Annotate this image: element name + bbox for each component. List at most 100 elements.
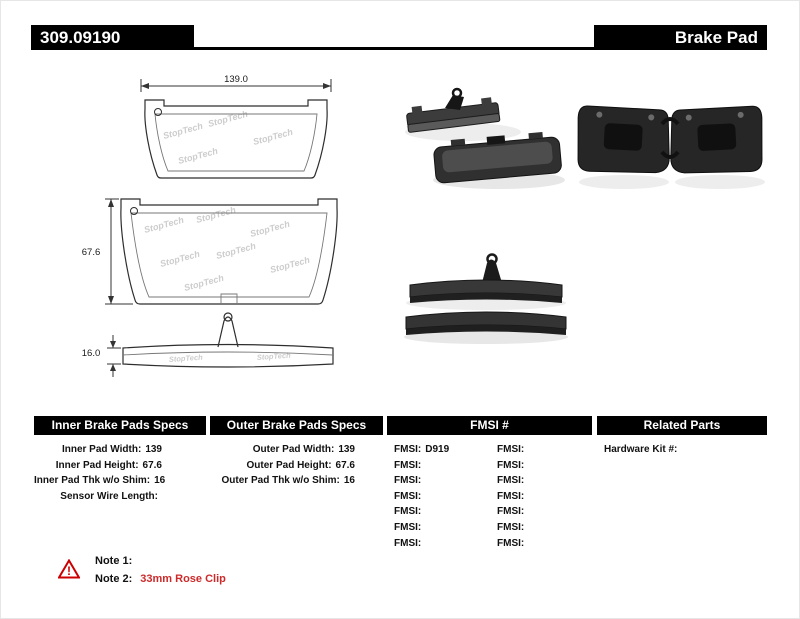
header-divider (194, 47, 594, 50)
fmsi-label: FMSI: (497, 537, 525, 549)
spec-row: Outer Pad Thk w/o Shim:16 (210, 473, 355, 489)
outer-specs-rows: Outer Pad Width:139 Outer Pad Height:67.… (210, 442, 383, 489)
note-2: Note 2:33mm Rose Clip (95, 570, 226, 588)
notes-section: ! Note 1: Note 2:33mm Rose Clip (58, 552, 226, 588)
photo-top-edge-pad (409, 253, 563, 303)
photo-left-pad (577, 105, 670, 174)
watermark-text: StopTech (169, 353, 204, 364)
watermark-text: StopTech (257, 351, 292, 362)
fmsi-label: FMSI: (497, 521, 525, 533)
fmsi-row: FMSI: (497, 458, 528, 474)
spec-label: Hardware Kit #: (604, 444, 678, 455)
watermark-text: StopTech (252, 127, 294, 147)
watermark-text: StopTech (207, 109, 249, 129)
dimension-lines (105, 79, 332, 377)
spec-value: 16 (154, 475, 166, 487)
spec-row: Outer Pad Width:139 (210, 442, 355, 458)
inner-specs-rows: Inner Pad Width:139 Inner Pad Height:67.… (34, 442, 206, 504)
fmsi-label: FMSI: (497, 490, 525, 502)
fmsi-label: FMSI: (497, 506, 525, 518)
watermark-text: StopTech (143, 215, 185, 235)
dimension-arrows (108, 83, 331, 371)
watermark-text: StopTech (269, 255, 311, 275)
warning-icon: ! (58, 559, 80, 579)
fmsi-label: FMSI: (497, 444, 525, 455)
photo-right-pad (670, 105, 763, 174)
dim-width-label: 139.0 (224, 74, 248, 85)
fmsi-value: D919 (425, 444, 450, 455)
product-title: Brake Pad (594, 25, 767, 50)
inner-specs-header: Inner Brake Pads Specs (34, 416, 206, 435)
watermark-text: StopTech (177, 146, 219, 166)
fmsi-label: FMSI: (394, 537, 422, 549)
spec-label: Outer Pad Width: (252, 444, 335, 455)
fmsi-label: FMSI: (394, 490, 422, 502)
spec-value: 67.6 (335, 459, 355, 471)
spec-value: 16 (343, 475, 355, 487)
watermark-text: StopTech (195, 205, 237, 225)
fmsi-row: FMSI: (497, 442, 528, 458)
fmsi-row: FMSI: (497, 473, 528, 489)
fmsi-row: FMSI: (497, 520, 528, 536)
spec-label: Inner Pad Thk w/o Shim: (34, 475, 151, 487)
spec-row: Sensor Wire Length: (34, 489, 162, 505)
photo-pads-angled (405, 87, 565, 189)
watermark-text: StopTech (162, 121, 204, 141)
warning-exclamation: ! (67, 564, 71, 578)
fmsi-row: FMSI: (497, 489, 528, 505)
photo-pads-edge-view (404, 253, 568, 344)
spec-value: 139 (338, 444, 355, 455)
outer-specs-header: Outer Brake Pads Specs (210, 416, 383, 435)
fmsi-row: FMSI: (394, 536, 497, 552)
watermark-text: StopTech (183, 273, 225, 293)
fmsi-row: FMSI: (394, 520, 497, 536)
fmsi-header: FMSI # (387, 416, 592, 435)
related-parts-rows: Hardware Kit #: (597, 442, 767, 458)
outer-specs-column: Outer Brake Pads Specs Outer Pad Width:1… (210, 416, 383, 489)
inner-specs-column: Inner Brake Pads Specs Inner Pad Width:1… (34, 416, 206, 504)
related-parts-column: Related Parts Hardware Kit #: (597, 416, 767, 458)
spec-label: Inner Pad Width: (61, 444, 142, 455)
technical-drawing: StopTech StopTech StopTech StopTech Stop… (82, 74, 338, 377)
watermark-text: StopTech (215, 241, 257, 261)
fmsi-row: FMSI: (497, 536, 528, 552)
note-value: 33mm Rose Clip (140, 573, 226, 585)
fmsi-row: FMSI: (394, 504, 497, 520)
fmsi-label: FMSI: (497, 459, 525, 471)
spec-label: Inner Pad Height: (55, 459, 139, 471)
note-1: Note 1: (95, 552, 226, 570)
fmsi-label: FMSI: (394, 521, 422, 533)
photo-spring-clips (660, 117, 680, 159)
fmsi-label: FMSI: (394, 475, 422, 487)
spec-label: Outer Pad Thk w/o Shim: (221, 475, 340, 487)
pad-inner-outline (120, 198, 338, 305)
fmsi-row: FMSI: (497, 504, 528, 520)
spec-label: Outer Pad Height: (246, 459, 332, 471)
fmsi-label: FMSI: (394, 459, 422, 471)
fmsi-row: FMSI: (394, 473, 497, 489)
spec-row: Inner Pad Width:139 (34, 442, 162, 458)
part-number: 309.09190 (31, 25, 194, 50)
spec-row: Inner Pad Height:67.6 (34, 458, 162, 474)
spec-row: Outer Pad Height:67.6 (210, 458, 355, 474)
spec-label: Sensor Wire Length: (60, 490, 158, 502)
watermark-text: StopTech (159, 249, 201, 269)
fmsi-label: FMSI: (394, 506, 422, 518)
fmsi-row: FMSI:D919 (394, 442, 497, 458)
watermark-group: StopTech StopTech StopTech StopTech Stop… (143, 109, 311, 364)
pad-outer-outline (144, 99, 328, 179)
watermark-text: StopTech (249, 219, 291, 239)
fmsi-label: FMSI: (497, 475, 525, 487)
dim-thickness-label: 16.0 (82, 348, 101, 359)
photo-sensor-clip (445, 87, 464, 110)
spec-value: 139 (145, 444, 162, 455)
fmsi-right-subcolumn: FMSI: FMSI: FMSI: FMSI: FMSI: FMSI: FMSI… (497, 442, 528, 551)
spec-row: Hardware Kit #: (604, 442, 767, 458)
fmsi-rows: FMSI:D919 FMSI: FMSI: FMSI: FMSI: FMSI: … (387, 442, 592, 551)
dim-height-label: 67.6 (82, 247, 101, 258)
fmsi-row: FMSI: (394, 458, 497, 474)
spec-value: 67.6 (142, 459, 162, 471)
pad-side-view-outline (122, 312, 334, 368)
photo-bottom-edge-pad (405, 311, 567, 335)
